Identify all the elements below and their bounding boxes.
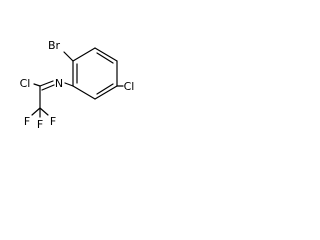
benzene-ring (72, 47, 118, 100)
atom-f1-label: F (24, 115, 30, 128)
atom-n-label: N (55, 77, 63, 90)
bond-ring-double-1 (96, 52, 114, 64)
bond-ring-5 (72, 85, 96, 100)
bond-cf3-f3 (39, 107, 49, 116)
bond-n-c-double-a (39, 80, 54, 87)
bond-ring-2 (94, 47, 118, 62)
bond-ring-double-2 (96, 83, 114, 95)
bond-c-n (64, 82, 74, 87)
bond-c-cl-imidoyl (33, 83, 41, 87)
atom-cl-ring-label: Cl (124, 80, 135, 93)
structure-canvas: Br Cl N Cl F F F (0, 0, 152, 152)
atom-br-label: Br (48, 39, 61, 52)
bond-n-c-double-b (41, 84, 55, 91)
atom-cl-imidoyl-label: Cl (20, 77, 31, 90)
bond-ring-4 (94, 85, 118, 100)
bond-c-br (63, 51, 74, 62)
bond-cf3-f1 (31, 107, 41, 116)
atom-f3-label: F (50, 115, 56, 128)
atom-f2-label: F (37, 118, 43, 131)
chemical-structure: Br Cl N Cl F F F (20, 39, 135, 131)
bond-ring-1 (72, 47, 96, 62)
